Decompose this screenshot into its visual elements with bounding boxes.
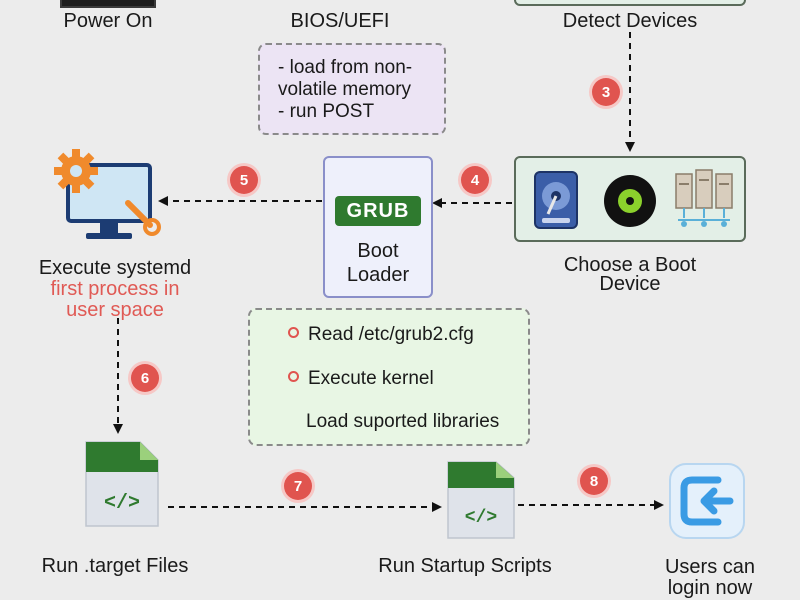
detect-devices-label: Detect Devices [562, 10, 698, 32]
loader-label: Loader [346, 264, 410, 286]
bios-notes: - load from non- volatile memory - run P… [258, 43, 446, 135]
systemd-sub-1: first process in [50, 278, 180, 300]
boot-device-box [514, 156, 746, 242]
grub-note-item-3: Load suported libraries [306, 411, 499, 433]
hard-drive-icon [534, 171, 578, 229]
code-file-icon: </> [447, 461, 515, 539]
grub-notes: Read /etc/grub2.cfg Execute kernel Load … [248, 308, 530, 446]
grub-note-item-1: Read /etc/grub2.cfg [288, 324, 474, 346]
systemd-title: Execute systemd [38, 257, 192, 279]
bios-note-line: - load from non- [278, 57, 413, 78]
login-label-1: Users can [664, 556, 756, 578]
step-badge-3: 3 [592, 78, 620, 106]
power-on-box [60, 0, 156, 8]
step-badge-6: 6 [131, 364, 159, 392]
code-file-text: </> [465, 508, 497, 528]
code-file-icon: </> [85, 441, 159, 527]
bullet-icon [288, 327, 299, 339]
target-files-label: Run .target Files [41, 555, 189, 577]
login-label-2: login now [667, 577, 753, 599]
disc-icon [604, 175, 656, 227]
step-badge-5: 5 [230, 166, 258, 194]
grub-note-text: Load suported libraries [306, 411, 500, 432]
grub-note-text: Execute kernel [308, 368, 434, 389]
startup-scripts-label: Run Startup Scripts [378, 555, 552, 577]
boot-label: Boot [357, 240, 399, 262]
step-badge-7: 7 [284, 472, 312, 500]
login-icon [669, 463, 745, 539]
grub-note-item-2: Execute kernel [288, 368, 434, 390]
code-file-text: </> [104, 492, 140, 515]
systemd-sub-2: user space [66, 299, 164, 321]
step-badge-8: 8 [580, 467, 608, 495]
boot-loader-box: GRUB Boot Loader [323, 156, 433, 298]
monitor-gear-icon [54, 149, 161, 239]
choose-device-label-1: Choose a Boot [563, 254, 697, 276]
bios-note-line: - run POST [278, 101, 375, 122]
detect-devices-box [514, 0, 746, 6]
server-icon [675, 169, 733, 227]
grub-note-text: Read /etc/grub2.cfg [308, 324, 474, 345]
step-badge-4: 4 [461, 166, 489, 194]
choose-device-label-2: Device [599, 273, 661, 295]
grub-tag: GRUB [335, 196, 421, 226]
bios-label: BIOS/UEFI [290, 10, 390, 32]
bios-note-line: volatile memory [278, 79, 412, 100]
power-on-label: Power On [63, 10, 153, 32]
bullet-icon [288, 371, 299, 383]
